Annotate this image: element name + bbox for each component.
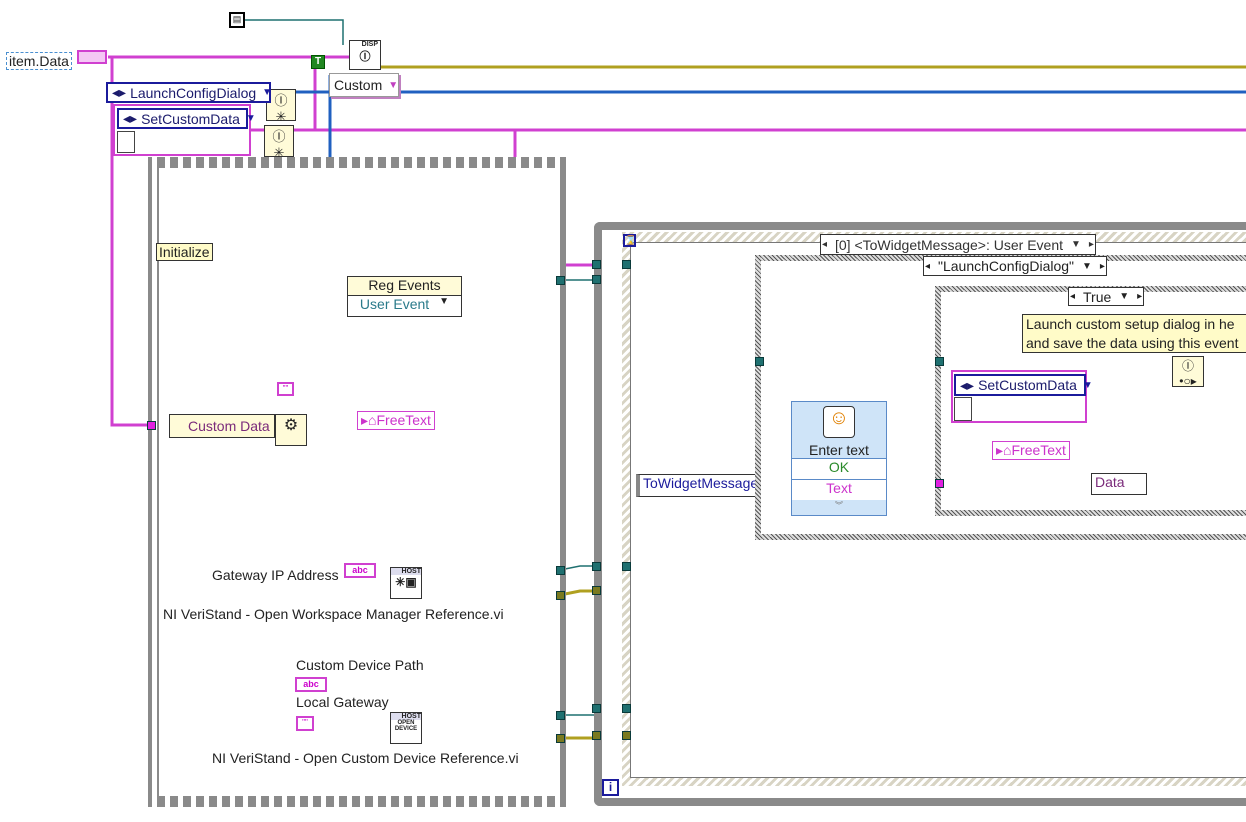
inner-set-custom-text: SetCustomData: [978, 377, 1077, 393]
comment-line-2: and save the data using this event: [1026, 335, 1239, 351]
item-data-label[interactable]: item.Data: [6, 52, 72, 70]
tunnel: [556, 734, 565, 743]
true-selector-text: True: [1083, 288, 1112, 305]
open-device-text: OPEN DEVICE: [394, 720, 418, 732]
data-label: Data: [1095, 474, 1125, 490]
enter-text-dialog-node[interactable]: ☺ Enter text OK Text ︾: [791, 401, 887, 516]
open-workspace-vi[interactable]: HOST✳▣: [390, 567, 422, 599]
open-custom-device-label: NI VeriStand - Open Custom Device Refere…: [212, 750, 519, 766]
loop-iteration-icon: i: [602, 779, 619, 796]
generate-user-event-icon[interactable]: Ⓘ•○▸: [1172, 356, 1204, 388]
free-text-label: FreeText: [376, 412, 431, 428]
set-custom-ring-text: SetCustomData: [141, 110, 240, 127]
tunnel: [935, 357, 944, 366]
free-text-indicator[interactable]: ▸⌂FreeText: [357, 411, 435, 430]
create-user-event-icon[interactable]: Ⓘ✳: [266, 89, 296, 124]
inner-set-custom-ring[interactable]: ◂▸SetCustomData▼: [954, 374, 1093, 396]
create-user-event-icon-2[interactable]: Ⓘ✳: [264, 125, 294, 160]
to-widget-message-node[interactable]: ToWidgetMessage: [636, 474, 762, 497]
array-index-box: [954, 397, 972, 421]
host-tag: HOST: [391, 568, 421, 575]
bundle-icon: ▤: [229, 12, 245, 28]
gateway-ip-label: Gateway IP Address: [212, 567, 339, 583]
host-tag-2: HOST: [391, 713, 421, 720]
tunnel: [592, 260, 601, 269]
enter-text-label: Enter text: [809, 442, 869, 458]
initialize-label: Initialize: [156, 243, 213, 261]
user-event-label: User Event: [359, 296, 430, 312]
item-data-terminal[interactable]: [77, 50, 107, 64]
reg-events-label: Reg Events: [348, 277, 461, 296]
local-gateway-constant[interactable]: "": [296, 716, 314, 731]
gateway-ip-control[interactable]: abc: [344, 563, 376, 578]
event-selector[interactable]: [0] <ToWidgetMessage>: User Event▼: [820, 234, 1096, 255]
inner-free-text-indicator[interactable]: ▸⌂FreeText: [992, 441, 1070, 460]
sequence-tunnel: [147, 421, 156, 430]
case-selector-text: "LaunchConfigDialog": [938, 258, 1075, 274]
flat-sequence-frame: [148, 157, 566, 807]
custom-device-path-label: Custom Device Path: [296, 657, 424, 673]
disp-tag: DISP: [361, 41, 378, 48]
launch-ring-text: LaunchConfigDialog: [130, 84, 257, 101]
custom-device-path-control[interactable]: abc: [295, 677, 327, 692]
set-custom-ring[interactable]: ◂▸SetCustomData▼: [117, 108, 256, 129]
tunnel: [622, 562, 631, 571]
empty-string-constant[interactable]: "": [277, 382, 294, 396]
expand-icon[interactable]: ︾: [835, 501, 843, 510]
tunnel: [592, 275, 601, 284]
timeout-icon: ⌛: [623, 234, 637, 247]
person-icon: ☺: [823, 406, 855, 438]
local-gateway-label: Local Gateway: [296, 694, 389, 710]
to-widget-label: ToWidgetMessage: [643, 475, 759, 491]
tunnel: [592, 731, 601, 740]
tunnel: [592, 704, 601, 713]
data-bundle-node[interactable]: Data: [1091, 473, 1147, 495]
tunnel: [556, 591, 565, 600]
custom-ring[interactable]: Custom▼: [329, 73, 399, 97]
case-selector[interactable]: "LaunchConfigDialog"▼: [923, 256, 1107, 276]
custom-data-property-node[interactable]: Custom Data: [169, 414, 275, 438]
reg-events-node[interactable]: Reg Events User Event ▼: [347, 276, 462, 317]
array-index-box: [117, 131, 135, 153]
ok-output[interactable]: OK: [792, 458, 886, 479]
bool-constant[interactable]: T: [311, 55, 325, 69]
tunnel: [592, 562, 601, 571]
event-selector-text: [0] <ToWidgetMessage>: User Event: [835, 236, 1063, 253]
tunnel: [556, 711, 565, 720]
tunnel: [556, 276, 565, 285]
tunnel: [592, 586, 601, 595]
open-workspace-label: NI VeriStand - Open Workspace Manager Re…: [163, 606, 504, 622]
launch-config-ring[interactable]: ◂▸LaunchConfigDialog▼: [106, 82, 272, 103]
tunnel: [622, 731, 631, 740]
tunnel: [622, 704, 631, 713]
custom-data-label: Custom Data: [188, 418, 270, 434]
custom-ring-text: Custom: [334, 77, 383, 93]
tunnel: [622, 260, 631, 269]
comment-line-1: Launch custom setup dialog in he: [1026, 316, 1235, 332]
tunnel: [755, 357, 764, 366]
comment-box: Launch custom setup dialog in he and sav…: [1022, 314, 1246, 353]
text-output[interactable]: Text: [792, 479, 886, 500]
tunnel: [556, 566, 565, 575]
true-selector[interactable]: True▼: [1068, 287, 1145, 306]
dropdown-arrow-icon: ▼: [439, 296, 450, 307]
set-custom-cluster-inner: [951, 370, 1087, 423]
inner-free-text-label: FreeText: [1011, 442, 1066, 458]
tunnel: [935, 479, 944, 488]
variant-to-data-node[interactable]: ⚙: [275, 414, 307, 446]
